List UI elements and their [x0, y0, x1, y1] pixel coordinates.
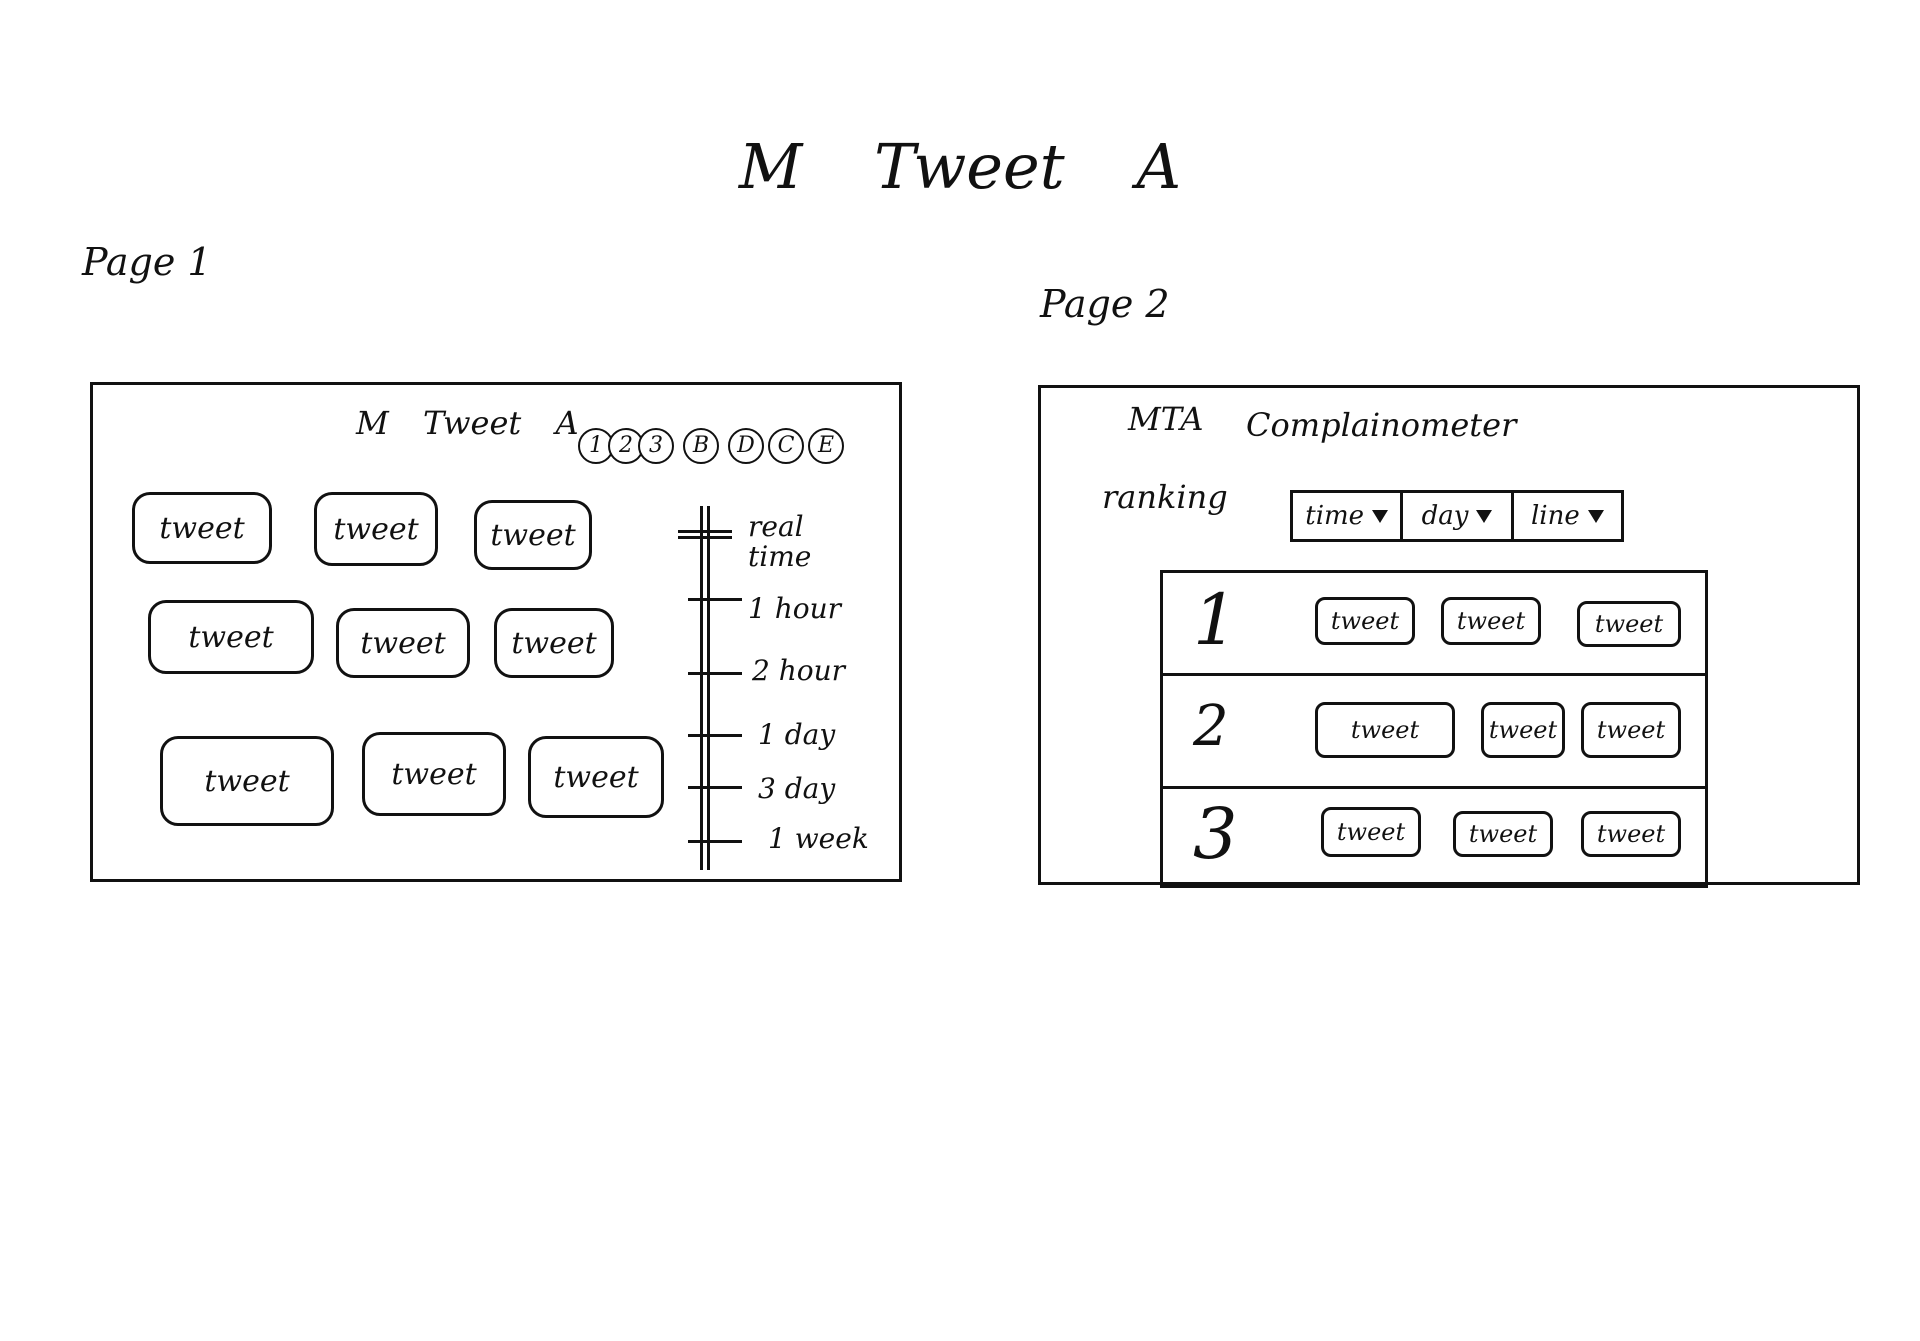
sketch-title-left: M: [738, 130, 803, 203]
tweet-card[interactable]: tweet: [494, 608, 614, 678]
tweet-text: tweet: [360, 625, 446, 661]
tweet-card[interactable]: tweet: [314, 492, 438, 566]
timeline-tick: [678, 536, 732, 539]
page1-header: M Tweet A: [356, 404, 579, 442]
timeline-tick: [678, 530, 732, 533]
timeline-tick: [688, 786, 742, 789]
line-filter-label: line: [1530, 501, 1580, 531]
page1-header-middle: Tweet: [422, 404, 522, 442]
route-button-c[interactable]: C: [768, 428, 804, 464]
tweet-card[interactable]: tweet: [528, 736, 664, 818]
tweet-card[interactable]: tweet: [1453, 811, 1553, 857]
tweet-text: tweet: [490, 517, 576, 553]
timeline-tick: [688, 734, 742, 737]
time-filter-dropdown[interactable]: time: [1293, 493, 1404, 539]
tweet-text: tweet: [391, 756, 477, 792]
rank-number: 2: [1193, 694, 1229, 759]
tweet-text: tweet: [333, 511, 419, 547]
timeline-tick: [688, 672, 742, 675]
page2-label: Page 2: [1040, 282, 1170, 326]
page-title: Complainometer: [1246, 406, 1517, 444]
tweet-card[interactable]: tweet: [474, 500, 592, 570]
tweet-card[interactable]: tweet: [1315, 702, 1455, 758]
row-divider: [1163, 786, 1705, 789]
page1-label: Page 1: [82, 240, 212, 284]
tweet-text: tweet: [204, 763, 290, 799]
tweet-card[interactable]: tweet: [160, 736, 334, 826]
page1-header-left: M: [356, 404, 389, 442]
sketch-title: M Tweet A: [0, 130, 1920, 203]
tweet-card[interactable]: tweet: [148, 600, 314, 674]
tweet-card[interactable]: tweet: [1581, 702, 1681, 758]
time-option-3-day[interactable]: 3 day: [758, 772, 836, 805]
time-filter-label: time: [1305, 501, 1365, 531]
page1-header-right: A: [555, 404, 579, 442]
timeline-tick: [688, 598, 742, 601]
tweet-card[interactable]: tweet: [1315, 597, 1415, 645]
rank-number: 3: [1193, 793, 1238, 875]
triangle-down-icon: [1587, 509, 1604, 523]
rank-number: 1: [1193, 579, 1238, 661]
filter-bar: time day line: [1290, 490, 1624, 542]
line-filter-dropdown[interactable]: line: [1514, 493, 1621, 539]
tweet-card[interactable]: tweet: [1481, 702, 1565, 758]
ranking-row[interactable]: 2 tweet tweet tweet: [1163, 676, 1705, 786]
route-button-e[interactable]: E: [808, 428, 844, 464]
ranking-label: ranking: [1102, 478, 1228, 516]
tweet-text: tweet: [511, 625, 597, 661]
app-brand: MTA: [1128, 400, 1204, 438]
ranking-row[interactable]: 3 tweet tweet tweet: [1163, 789, 1705, 885]
timeline-tick: [688, 840, 742, 843]
tweet-card[interactable]: tweet: [362, 732, 506, 816]
ranking-table: 1 tweet tweet tweet 2 tweet tweet tweet …: [1160, 570, 1708, 888]
tweet-card[interactable]: tweet: [336, 608, 470, 678]
tweet-text: tweet: [188, 619, 274, 655]
ranking-row[interactable]: 1 tweet tweet tweet: [1163, 573, 1705, 673]
time-option-real-time[interactable]: real time: [748, 510, 812, 573]
sketch-title-right: A: [1136, 130, 1182, 203]
time-option-2-hour[interactable]: 2 hour: [752, 654, 846, 687]
triangle-down-icon: [1372, 509, 1389, 523]
route-button-d[interactable]: D: [728, 428, 764, 464]
time-option-1-week[interactable]: 1 week: [768, 822, 869, 855]
tweet-card[interactable]: tweet: [1441, 597, 1541, 645]
triangle-down-icon: [1476, 509, 1493, 523]
time-option-1-day[interactable]: 1 day: [758, 718, 836, 751]
tweet-text: tweet: [553, 759, 639, 795]
time-range-slider[interactable]: [700, 506, 710, 870]
tweet-card[interactable]: tweet: [132, 492, 272, 564]
time-option-1-hour[interactable]: 1 hour: [748, 592, 842, 625]
sketch-title-middle: Tweet: [874, 130, 1065, 203]
tweet-card[interactable]: tweet: [1321, 807, 1421, 857]
page1-wireframe: [90, 382, 902, 882]
day-filter-dropdown[interactable]: day: [1403, 493, 1514, 539]
route-button-3[interactable]: 3: [638, 428, 674, 464]
day-filter-label: day: [1421, 501, 1469, 531]
page2-wireframe: [1038, 385, 1860, 885]
row-divider: [1163, 673, 1705, 676]
tweet-card[interactable]: tweet: [1577, 601, 1681, 647]
tweet-text: tweet: [159, 510, 245, 546]
route-button-b[interactable]: B: [683, 428, 719, 464]
tweet-card[interactable]: tweet: [1581, 811, 1681, 857]
